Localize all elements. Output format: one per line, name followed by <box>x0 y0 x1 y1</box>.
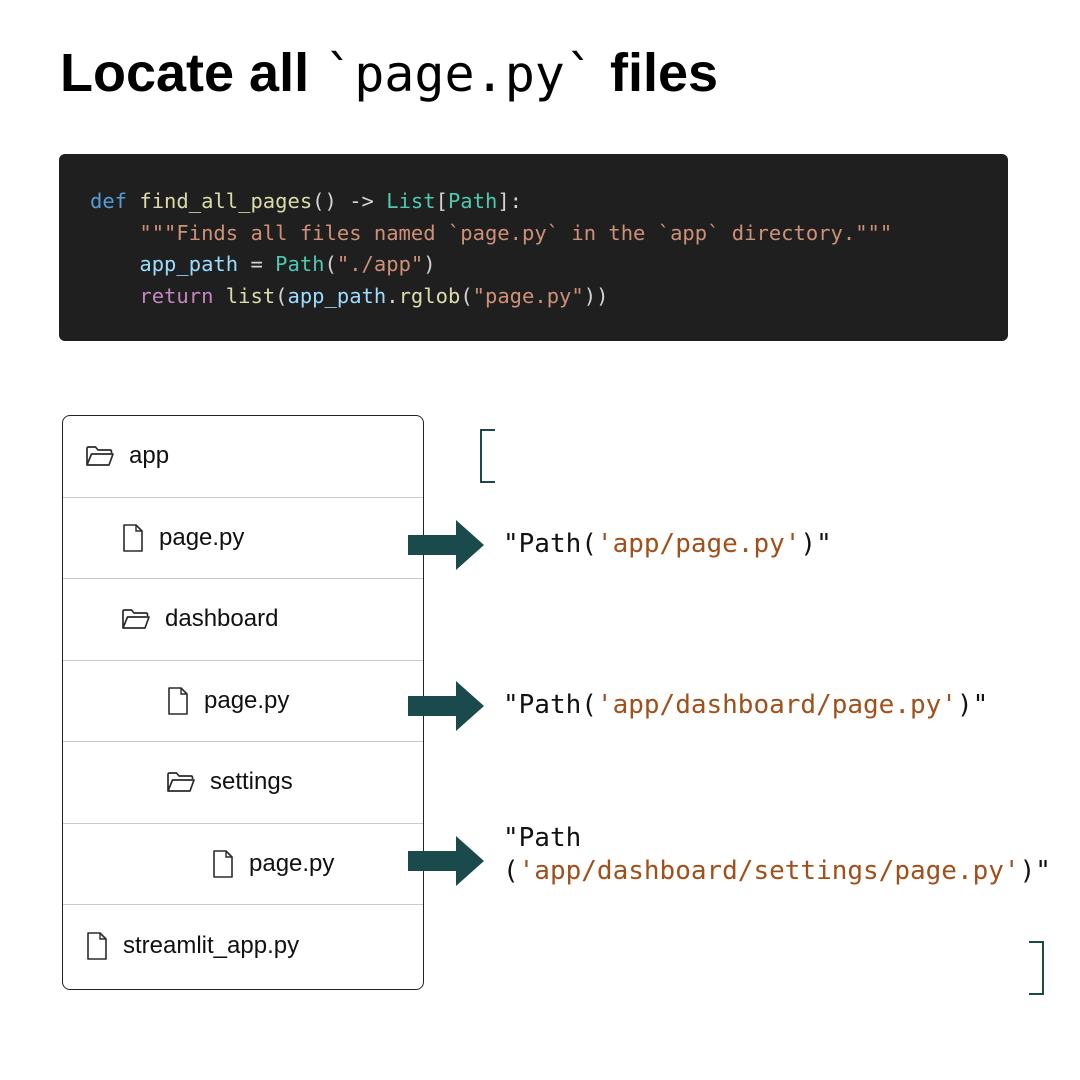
list-open-bracket <box>480 429 495 483</box>
file-icon <box>85 931 109 961</box>
code-line-2: """Finds all files named `page.py` in th… <box>90 218 1008 250</box>
result-suffix: )" <box>800 529 832 559</box>
file-icon <box>211 849 235 879</box>
right-arrow-icon <box>408 836 484 886</box>
code-bracket-open: [ <box>435 189 448 213</box>
result-path-2: "Path('app/dashboard/page.py')" <box>503 689 988 722</box>
code-line-3: app_path = Path("./app") <box>90 249 1008 281</box>
code-block: def find_all_pages() -> List[Path]: """F… <box>59 154 1008 341</box>
tree-item-label: dashboard <box>165 605 279 633</box>
code-assign: = <box>238 252 276 276</box>
code-builtin-list: list <box>225 283 276 308</box>
result-line-2: ('app/dashboard/settings/page.py')" <box>503 855 1051 888</box>
file-icon <box>166 686 190 716</box>
code-parens: () <box>312 189 337 213</box>
page-title: Locate all `page.py` files <box>60 42 718 104</box>
result-prefix: "Path( <box>503 690 597 720</box>
result-string: 'app/dashboard/settings/page.py' <box>518 856 1020 886</box>
tree-item-label: page.py <box>204 686 290 714</box>
file-tree: app page.py dashboard page.py settings page.p… <box>62 415 424 990</box>
title-prefix: Locate all <box>60 43 325 103</box>
result-path-1: "Path('app/page.py')" <box>503 528 832 561</box>
tree-item-label: app <box>129 442 170 470</box>
result-string: 'app/dashboard/page.py' <box>596 690 957 720</box>
result-paren: ( <box>503 856 519 886</box>
right-arrow-icon <box>408 520 484 570</box>
code-keyword-def: def <box>90 189 128 213</box>
list-close-bracket <box>1029 941 1044 995</box>
code-type-path: Path <box>447 189 498 213</box>
folder-icon <box>85 444 115 468</box>
code-keyword-return: return <box>139 283 214 308</box>
tree-item-label: page.py <box>249 849 335 877</box>
result-string: 'app/page.py' <box>596 529 801 559</box>
code-paren-close: ) <box>423 252 436 276</box>
code-type-list: List <box>386 189 436 213</box>
file-icon <box>121 523 145 553</box>
result-suffix: )" <box>1019 856 1051 886</box>
title-code: `page.py` <box>324 45 596 103</box>
code-string-app: "./app" <box>336 252 424 276</box>
code-method-rglob: rglob <box>398 283 461 308</box>
code-paren-close: )) <box>583 283 609 308</box>
tree-folder-row[interactable]: dashboard <box>63 579 423 661</box>
tree-file-row[interactable]: page.py <box>63 824 423 905</box>
code-var-app-path: app_path <box>287 283 387 308</box>
folder-icon <box>121 607 151 631</box>
tree-folder-row[interactable]: app <box>63 416 423 498</box>
tree-file-row[interactable]: page.py <box>63 498 423 579</box>
tree-item-label: settings <box>210 768 293 796</box>
code-paren-open: ( <box>324 252 337 276</box>
right-arrow-icon <box>408 681 484 731</box>
tree-folder-row[interactable]: settings <box>63 742 423 824</box>
result-prefix: "Path( <box>503 529 597 559</box>
code-return-arrow: -> <box>336 189 387 213</box>
code-var-app-path: app_path <box>139 252 239 276</box>
title-suffix: files <box>595 43 719 103</box>
code-docstring: """Finds all files named `page.py` in th… <box>139 220 893 245</box>
result-prefix: "Path <box>503 823 582 853</box>
result-suffix: )" <box>956 690 989 720</box>
tree-file-row[interactable]: page.py <box>63 661 423 742</box>
code-class-path: Path <box>275 252 325 276</box>
code-line-4: return list(app_path.rglob("page.py")) <box>90 281 1008 313</box>
code-dot: . <box>386 283 399 308</box>
code-bracket-close: ]: <box>497 189 523 213</box>
code-paren-open: ( <box>460 283 473 308</box>
code-function-name: find_all_pages <box>139 189 313 213</box>
code-line-1: def find_all_pages() -> List[Path]: <box>90 186 1008 218</box>
folder-icon <box>166 770 196 794</box>
tree-file-row[interactable]: streamlit_app.py <box>63 905 423 987</box>
result-path-3: "Path('app/dashboard/settings/page.py')" <box>503 822 1051 888</box>
tree-item-label: page.py <box>159 523 245 551</box>
code-string-page: "page.py" <box>472 283 584 308</box>
tree-item-label: streamlit_app.py <box>123 931 300 959</box>
code-paren-open: ( <box>275 283 288 308</box>
